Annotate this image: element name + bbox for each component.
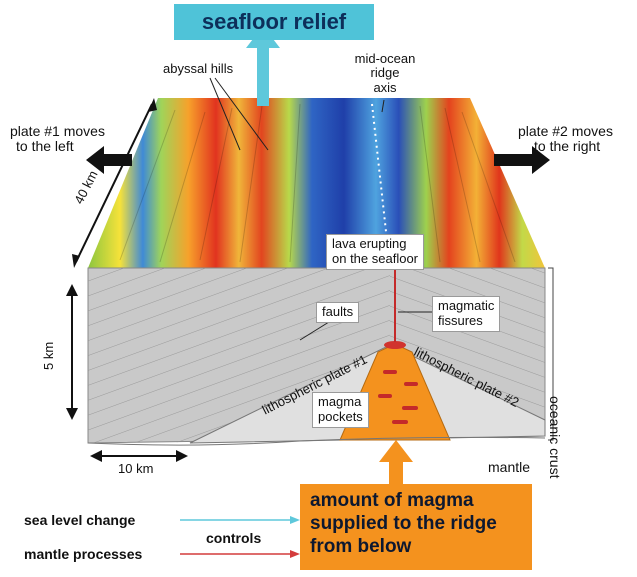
header-arrow-shaft bbox=[257, 40, 269, 106]
lava-label-line: on the seafloor bbox=[332, 250, 419, 266]
controls-label: controls bbox=[206, 530, 262, 546]
lava-label-line: lava erupting bbox=[332, 236, 407, 251]
faults-label: faults bbox=[316, 302, 360, 323]
ridge-axis-label-line: axis bbox=[373, 79, 397, 95]
magma-pockets-label-line: magma bbox=[318, 394, 362, 409]
oceanic-crust-bracket bbox=[548, 267, 554, 441]
abyssal-hills-label: abyssal hills bbox=[163, 61, 234, 76]
scale-40km-line bbox=[75, 103, 153, 263]
plate1-label-line: plate #1 moves bbox=[10, 123, 105, 139]
scale-5km-label: 5 km bbox=[41, 341, 56, 370]
mantle-processes-label: mantle processes bbox=[24, 546, 143, 562]
seafloor-relief-surface bbox=[88, 98, 545, 268]
magmatic-fissures-label: magmatic fissures bbox=[432, 296, 501, 332]
magma-pockets-label-line: pockets bbox=[318, 408, 363, 424]
magma-box-line: supplied to the ridge bbox=[310, 512, 497, 534]
plate2-moves-label: plate #2 moves to the right bbox=[518, 123, 613, 155]
ridge-axis-label-line: ridge bbox=[370, 65, 400, 81]
magma-box-line: amount of magma bbox=[310, 490, 474, 511]
mantle-label: mantle bbox=[488, 459, 531, 475]
seafloor-relief-title: seafloor relief bbox=[174, 4, 374, 40]
ridge-axis-label-line: mid-ocean bbox=[354, 51, 416, 66]
magma-pockets-label: magma pockets bbox=[312, 392, 369, 428]
plate2-label-line: to the right bbox=[534, 138, 601, 155]
plate1-moves-label: plate #1 moves to the left bbox=[10, 123, 105, 155]
plate2-arrow bbox=[494, 146, 550, 174]
plate1-arrow bbox=[86, 146, 132, 174]
oceanic-crust-label: oceanic crust bbox=[547, 396, 563, 479]
scale-10km-label: 10 km bbox=[118, 461, 154, 476]
sea-level-change-label: sea level change bbox=[24, 512, 136, 528]
magma-box-line: from below bbox=[310, 535, 412, 557]
fissures-label-line: magmatic bbox=[438, 298, 495, 313]
plate2-label-line: plate #2 moves bbox=[518, 123, 613, 139]
lava-label: lava erupting on the seafloor bbox=[326, 234, 425, 270]
plate1-label-line: to the left bbox=[16, 138, 74, 155]
magma-supply-arrow bbox=[379, 440, 413, 462]
magma-supply-box: amount of magma supplied to the ridge fr… bbox=[300, 484, 532, 570]
ridge-axis-label: mid-ocean ridge axis bbox=[340, 51, 430, 95]
fissures-label-line: fissures bbox=[438, 312, 483, 328]
